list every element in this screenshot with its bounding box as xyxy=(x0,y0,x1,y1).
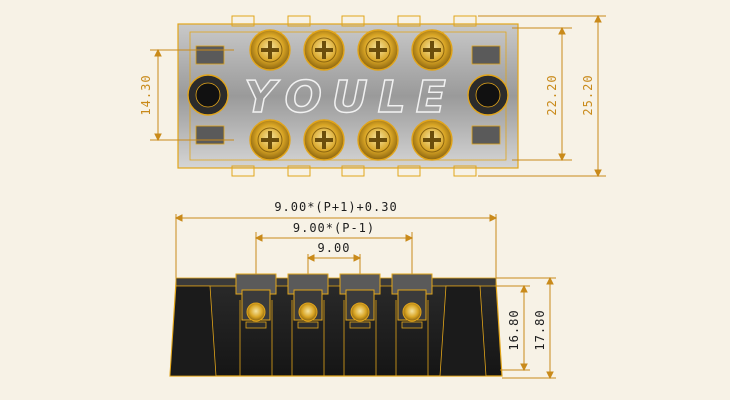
top-view-upper-tabs xyxy=(231,15,477,27)
dim-right-outer-height-label: 25.20 xyxy=(581,74,595,115)
screw-row-top xyxy=(249,29,453,71)
dim-outer-height xyxy=(496,276,556,380)
top-view-body xyxy=(177,23,519,169)
dim-inner-height xyxy=(496,284,530,372)
dim-overall-width-label: 9.00*(P+1)+0.30 xyxy=(274,200,397,214)
screw-row-bottom xyxy=(249,119,453,161)
front-terminal-cell xyxy=(391,273,433,376)
top-view: YOULE 14.30 22.20 25.20 xyxy=(139,14,606,178)
dim-right-inner-height-label: 22.20 xyxy=(545,74,559,115)
front-terminal-cell xyxy=(235,273,277,376)
front-terminal-cell xyxy=(339,273,381,376)
top-view-lower-tabs xyxy=(231,165,477,177)
front-view-terminals xyxy=(169,273,487,377)
front-view: 9.00*(P+1)+0.30 9.00*(P-1) 9.00 16.80 xyxy=(169,200,556,380)
front-end-wall xyxy=(439,285,487,377)
dim-pitch-label: 9.00 xyxy=(318,241,351,255)
terminal-screw xyxy=(303,119,345,161)
right-mount-slot-bottom xyxy=(471,125,501,145)
front-terminal-cell xyxy=(287,273,329,376)
dim-left-height xyxy=(150,48,234,142)
right-mounting-hole-inner xyxy=(475,82,501,108)
dim-right-inner-height xyxy=(512,26,572,162)
right-mount-slot-top xyxy=(471,45,501,65)
dim-inner-height-label: 16.80 xyxy=(507,309,521,350)
dim-left-height-label: 14.30 xyxy=(139,74,153,115)
dim-overall-width xyxy=(174,214,498,282)
brand-watermark: YOULE xyxy=(244,72,456,123)
dim-pitch-span xyxy=(254,232,414,282)
front-view-top-rail xyxy=(175,277,497,287)
left-mount-slot-bottom xyxy=(195,125,225,145)
terminal-screw xyxy=(303,29,345,71)
dim-pitch xyxy=(306,254,362,282)
dim-pitch-span-label: 9.00*(P-1) xyxy=(293,221,375,235)
front-end-wall xyxy=(169,285,217,377)
terminal-screw xyxy=(357,119,399,161)
left-mount-slot-top xyxy=(195,45,225,65)
terminal-screw xyxy=(249,29,291,71)
terminal-screw xyxy=(249,119,291,161)
left-mounting-hole-inner xyxy=(195,82,221,108)
terminal-screw xyxy=(357,29,399,71)
terminal-screw xyxy=(411,119,453,161)
dim-outer-height-label: 17.80 xyxy=(533,309,547,350)
dim-right-outer-height xyxy=(478,14,606,178)
terminal-screw xyxy=(411,29,453,71)
